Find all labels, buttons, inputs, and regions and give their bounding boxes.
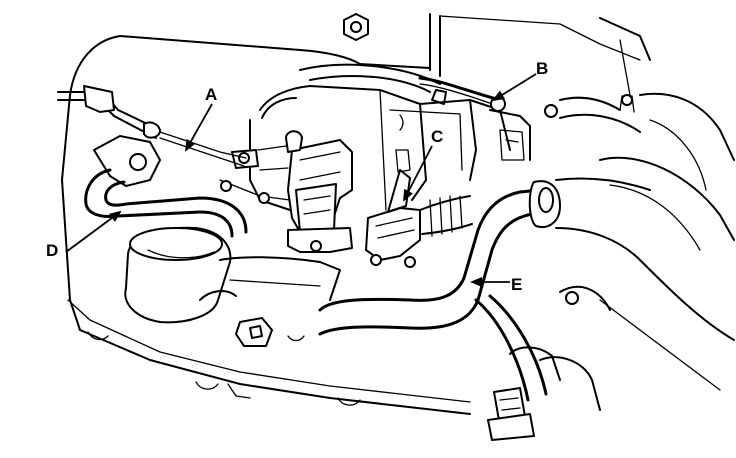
leader-line-a xyxy=(185,103,213,152)
hose-c-assembly xyxy=(365,169,473,268)
leader-line-b xyxy=(492,73,537,102)
callout-label-c: C xyxy=(431,127,444,146)
callout-label-d: D xyxy=(46,241,59,260)
callout-label-a: A xyxy=(205,85,218,104)
throttle-linkage xyxy=(418,76,506,112)
leader-line-c xyxy=(403,145,433,202)
central-valve-body xyxy=(231,130,353,253)
throttle-housing xyxy=(249,63,531,211)
top-nut xyxy=(343,13,369,41)
right-engine-structure xyxy=(429,13,735,391)
callout-label-b: B xyxy=(536,59,549,78)
throttle-cable-a xyxy=(57,85,291,204)
leader-line-d xyxy=(65,210,122,253)
engine-cover-outline xyxy=(61,35,471,415)
callout-label-e: E xyxy=(511,275,523,294)
hose-e-intake xyxy=(318,177,651,336)
hose-d-assembly xyxy=(84,135,248,324)
wiring-harness xyxy=(474,285,611,441)
lower-center-structure xyxy=(199,256,341,347)
